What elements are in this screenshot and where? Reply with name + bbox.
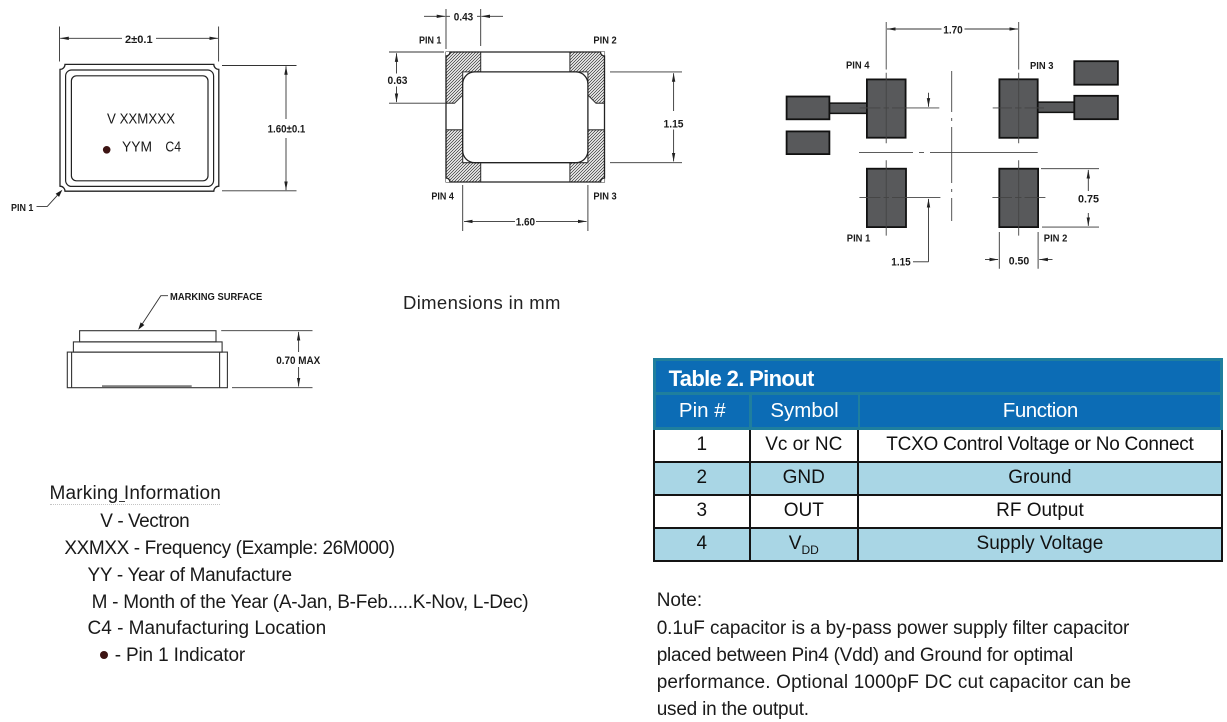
svg-text:V XXMXXX: V XXMXXX [107, 111, 175, 128]
svg-text:PIN 2: PIN 2 [593, 34, 616, 46]
svg-text:1.15: 1.15 [891, 257, 910, 269]
svg-text:C4: C4 [165, 139, 181, 156]
svg-text:0.63: 0.63 [388, 75, 408, 87]
svg-text:MARKING SURFACE: MARKING SURFACE [170, 291, 262, 303]
svg-text:0.75: 0.75 [1078, 193, 1099, 205]
svg-text:PIN 2: PIN 2 [1044, 232, 1068, 244]
svg-text:0.50: 0.50 [1009, 255, 1030, 267]
svg-text:1.15: 1.15 [664, 119, 684, 131]
svg-text:YYM: YYM [122, 139, 152, 156]
svg-text:PIN 1: PIN 1 [419, 34, 442, 46]
svg-text:PIN 3: PIN 3 [1030, 60, 1054, 72]
svg-text:PIN 4: PIN 4 [846, 60, 870, 72]
svg-text:PIN 1: PIN 1 [847, 232, 871, 244]
svg-text:0.70 MAX: 0.70 MAX [276, 355, 321, 367]
svg-text:2±0.1: 2±0.1 [125, 34, 153, 46]
svg-text:PIN 1: PIN 1 [11, 202, 34, 214]
svg-text:0.43: 0.43 [454, 11, 473, 23]
svg-text:PIN 3: PIN 3 [593, 191, 616, 203]
svg-text:1.60: 1.60 [516, 217, 535, 229]
svg-text:PIN 4: PIN 4 [431, 191, 454, 203]
svg-text:1.60±0.1: 1.60±0.1 [268, 124, 306, 136]
svg-text:1.70: 1.70 [943, 25, 963, 37]
